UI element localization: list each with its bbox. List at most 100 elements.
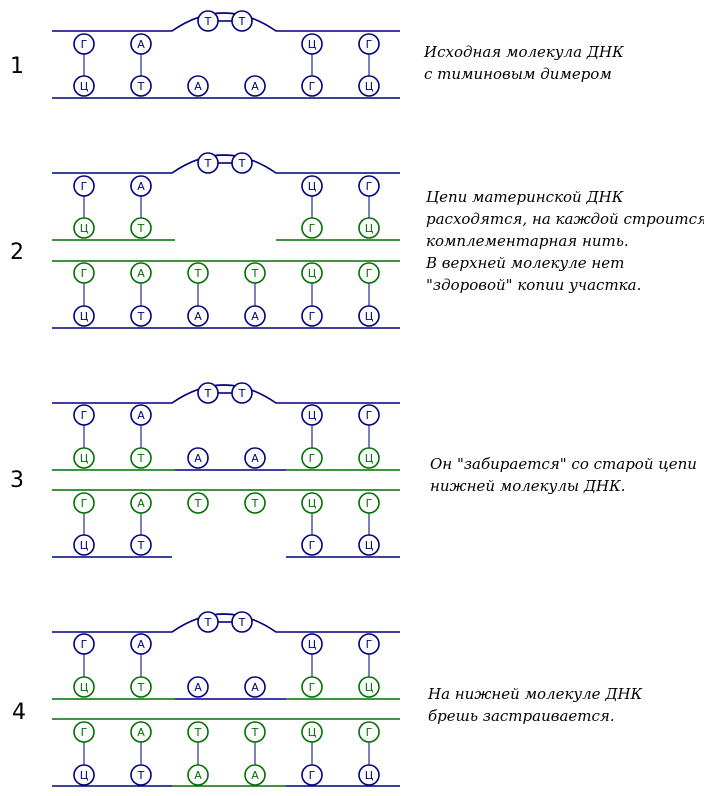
nucleotide-circle <box>73 676 95 698</box>
nucleotide-letter: Ц <box>365 681 374 694</box>
nucleotide: Т <box>231 10 253 32</box>
caption-line: нижней молекулы ДНК. <box>430 477 626 495</box>
nucleotide-letter: А <box>251 452 259 465</box>
nucleotide-circle <box>197 611 219 633</box>
nucleotide-circle <box>231 382 253 404</box>
nucleotide-letter: Т <box>137 539 145 552</box>
nucleotide: Г <box>301 534 323 556</box>
nucleotide-letter: А <box>194 80 202 93</box>
nucleotide-letter: Г <box>81 180 88 193</box>
nucleotide-circle <box>301 217 323 239</box>
nucleotide: Г <box>73 721 95 743</box>
nucleotide: Ц <box>73 534 95 556</box>
nucleotide: А <box>130 262 152 284</box>
nucleotide-circle <box>244 262 266 284</box>
nucleotide-letter: Ц <box>80 452 89 465</box>
nucleotide-letter: Т <box>204 387 212 400</box>
nucleotide-circle <box>187 721 209 743</box>
nucleotide: Т <box>130 305 152 327</box>
dna-strand-with-dimer <box>52 12 400 32</box>
nucleotide-letter: А <box>137 267 145 280</box>
step-number: 1 <box>10 54 24 79</box>
nucleotide-circle <box>130 676 152 698</box>
nucleotide-circle <box>130 217 152 239</box>
nucleotide-letter: Ц <box>365 452 374 465</box>
nucleotide-letter: Ц <box>365 310 374 323</box>
panel-caption: Он "забирается" со старой цепи нижней мол… <box>430 453 697 497</box>
nucleotide-circle <box>358 633 380 655</box>
nucleotide-letter: Г <box>81 267 88 280</box>
nucleotide-circle <box>301 676 323 698</box>
nucleotide-letter: А <box>137 180 145 193</box>
nucleotide: Т <box>244 721 266 743</box>
nucleotide-circle <box>358 447 380 469</box>
nucleotide-letter: А <box>194 452 202 465</box>
nucleotide-circle <box>244 492 266 514</box>
nucleotide: Т <box>197 382 219 404</box>
nucleotide-circle <box>244 305 266 327</box>
nucleotide: А <box>244 305 266 327</box>
nucleotide: Г <box>301 676 323 698</box>
nucleotide: Т <box>231 611 253 633</box>
nucleotide-circle <box>358 75 380 97</box>
nucleotide-letter: Т <box>238 616 246 629</box>
nucleotide-circle <box>301 492 323 514</box>
nucleotide: А <box>187 305 209 327</box>
nucleotide: Г <box>301 75 323 97</box>
nucleotide: Ц <box>358 764 380 786</box>
nucleotide: А <box>187 75 209 97</box>
step-number: 2 <box>10 240 24 265</box>
nucleotide: Г <box>73 404 95 426</box>
nucleotide-circle <box>244 764 266 786</box>
nucleotide: Ц <box>358 447 380 469</box>
nucleotide-circle <box>301 404 323 426</box>
nucleotide: Т <box>130 217 152 239</box>
nucleotide: Ц <box>73 305 95 327</box>
nucleotide: Т <box>187 721 209 743</box>
nucleotide-circle <box>358 33 380 55</box>
nucleotide: Ц <box>73 217 95 239</box>
nucleotide: А <box>130 492 152 514</box>
nucleotide: Т <box>130 447 152 469</box>
nucleotide-letter: Г <box>366 638 373 651</box>
nucleotide: Ц <box>358 534 380 556</box>
nucleotide: Г <box>358 633 380 655</box>
nucleotide: Г <box>301 217 323 239</box>
nucleotide-letter: А <box>194 769 202 782</box>
nucleotide: А <box>244 75 266 97</box>
nucleotide-circle <box>301 633 323 655</box>
nucleotide: Т <box>130 75 152 97</box>
nucleotide: Г <box>358 175 380 197</box>
nucleotide-circle <box>130 534 152 556</box>
nucleotide-letter: А <box>251 681 259 694</box>
nucleotide-circle <box>187 764 209 786</box>
nucleotide: Т <box>244 492 266 514</box>
nucleotide: Ц <box>301 633 323 655</box>
nucleotide-letter: Г <box>81 497 88 510</box>
nucleotide-circle <box>358 492 380 514</box>
nucleotide-letter: А <box>137 409 145 422</box>
nucleotide-circle <box>244 75 266 97</box>
nucleotide-circle <box>358 262 380 284</box>
nucleotide: Г <box>358 492 380 514</box>
nucleotide-letter: А <box>194 310 202 323</box>
nucleotide-letter: Т <box>137 310 145 323</box>
nucleotide: Т <box>187 492 209 514</box>
nucleotide-circle <box>301 262 323 284</box>
nucleotide-circle <box>73 175 95 197</box>
caption-line: Он "забирается" со старой цепи <box>430 455 697 473</box>
nucleotide-letter: Г <box>309 539 316 552</box>
nucleotide-circle <box>301 175 323 197</box>
nucleotide-letter: Т <box>137 769 145 782</box>
nucleotide: Т <box>197 10 219 32</box>
nucleotide-circle <box>301 764 323 786</box>
nucleotide-circle <box>130 175 152 197</box>
caption-line: "здоровой" копии участка. <box>426 276 642 294</box>
nucleotide-circle <box>301 33 323 55</box>
caption-line: В верхней молекуле нет <box>426 254 625 272</box>
nucleotide-circle <box>130 262 152 284</box>
